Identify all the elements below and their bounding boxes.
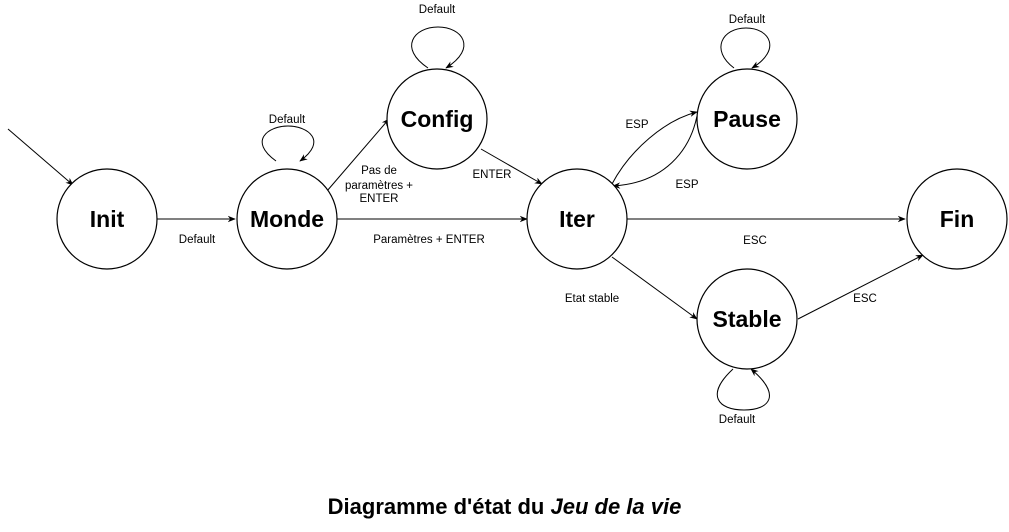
- label-iter-stable: Etat stable: [565, 293, 619, 305]
- state-iter: Iter: [526, 168, 628, 270]
- label-config-self: Default: [419, 4, 456, 16]
- state-monde: Monde: [236, 168, 338, 270]
- state-stable-label: Stable: [712, 306, 781, 332]
- state-fin-label: Fin: [940, 206, 975, 232]
- state-init-label: Init: [90, 206, 125, 232]
- state-pause: Pause: [696, 68, 798, 170]
- label-monde-config-2: paramètres +: [345, 180, 413, 192]
- label-monde-self: Default: [269, 114, 306, 126]
- label-config-iter: ENTER: [473, 169, 512, 181]
- label-stable-self: Default: [719, 414, 756, 426]
- state-fin: Fin: [906, 168, 1008, 270]
- edge-stable-fin: [797, 254, 924, 320]
- state-pause-label: Pause: [713, 106, 781, 132]
- state-config-label: Config: [401, 106, 474, 132]
- edge-config-self: [411, 26, 465, 69]
- label-pause-iter: ESP: [675, 179, 698, 191]
- label-stable-fin: ESC: [853, 293, 877, 305]
- label-monde-iter: Paramètres + ENTER: [373, 234, 485, 246]
- label-init-monde: Default: [179, 234, 216, 246]
- state-init: Init: [56, 168, 158, 270]
- edge-pause-iter: [612, 115, 698, 189]
- initial-transition: [7, 128, 74, 186]
- state-stable: Stable: [696, 268, 798, 370]
- label-pause-self: Default: [729, 14, 766, 26]
- state-iter-label: Iter: [559, 206, 595, 232]
- edge-monde-self: [261, 125, 315, 162]
- edge-iter-pause: [611, 110, 698, 185]
- edge-monde-config: [326, 118, 390, 192]
- edge-iter-stable: [611, 256, 698, 320]
- label-iter-fin: ESC: [743, 235, 767, 247]
- label-iter-pause: ESP: [625, 119, 648, 131]
- label-monde-config-1: Pas de: [361, 165, 397, 177]
- edge-stable-self: [716, 368, 770, 411]
- edge-config-iter: [480, 148, 543, 185]
- state-monde-label: Monde: [250, 206, 324, 232]
- state-config: Config: [386, 68, 488, 170]
- caption-emphasis: Jeu de la vie: [550, 494, 682, 519]
- caption-prefix: Diagramme d'état du: [327, 494, 551, 519]
- edge-pause-self: [720, 27, 771, 69]
- label-monde-config-3: ENTER: [360, 193, 399, 205]
- diagram-caption: Diagramme d'état du Jeu de la vie: [0, 494, 1009, 520]
